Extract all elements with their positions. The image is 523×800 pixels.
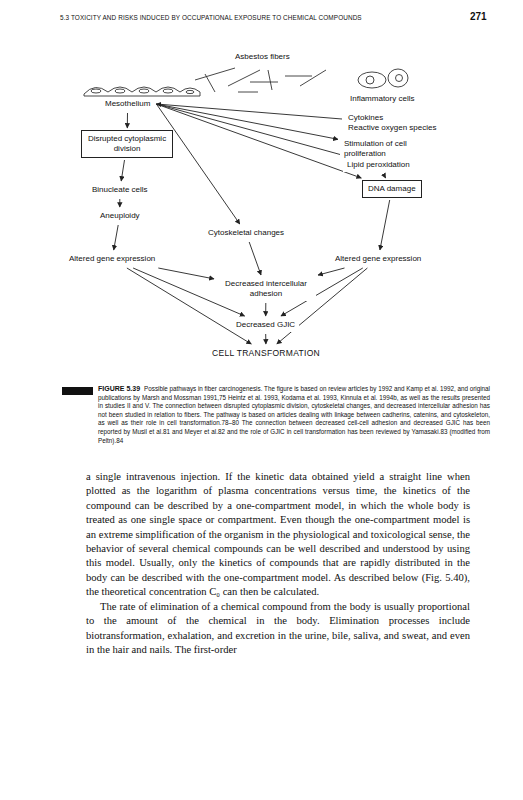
pathway-arrow: [121, 160, 124, 181]
node-text: Lipid peroxidation: [347, 160, 410, 170]
node-text: Cytoskeletal changes: [208, 228, 284, 238]
process-label: Mesothelium: [101, 97, 154, 111]
process-label: Altered gene expression: [331, 252, 425, 266]
node-text: Mesothelium: [105, 99, 150, 109]
pathway-arrow: [156, 104, 345, 156]
pathway-arrow: [156, 104, 361, 178]
node-text: Decreased GJIC: [236, 320, 295, 330]
pathway-arrow: [383, 174, 385, 178]
pathway-arrow: [318, 268, 345, 275]
pathway-arrow: [249, 242, 261, 275]
process-label: Decreased intercellular adhesion: [216, 277, 316, 301]
figure-label: Asbestos fibers: [235, 52, 290, 61]
node-text: Cytokines: [348, 113, 437, 123]
process-box: Disrupted cytoplasmic division: [81, 130, 173, 158]
pathway-arrow: [380, 200, 390, 250]
node-text: Stimulation of cell proliferation: [344, 139, 432, 159]
node-text: CELL TRANSFORMATION: [212, 348, 320, 358]
body-paragraph: The rate of elimination of a chemical co…: [86, 600, 470, 658]
process-label: Binucleate cells: [88, 183, 152, 197]
pathway-arrow: [114, 225, 119, 250]
process-label: Inflammatory cells: [346, 92, 418, 106]
pathway-arrow: [265, 303, 266, 316]
node-text: Binucleate cells: [92, 185, 148, 195]
figure-caption-block: FIGURE 5.39Possible pathways in fiber ca…: [98, 385, 490, 445]
node-text: Altered gene expression: [69, 254, 155, 264]
node-text: Altered gene expression: [335, 254, 421, 264]
pathway-arrow: [127, 113, 128, 128]
pathway-arrow: [119, 199, 120, 207]
process-label: Altered gene expression: [65, 252, 159, 266]
node-text: Aneuploidy: [100, 211, 140, 221]
node-text: Inflammatory cells: [350, 94, 414, 104]
process-label: Cytoskeletal changes: [204, 226, 288, 240]
caption-bar: [62, 387, 93, 395]
process-label: Aneuploidy: [96, 209, 144, 223]
node-text: Disrupted cytoplasmic division: [87, 134, 167, 154]
node-text: Decreased intercellular adhesion: [220, 279, 312, 299]
process-box: DNA damage: [362, 180, 422, 198]
pathway-arrow: [156, 104, 338, 139]
running-header: 5.3 TOXICITY AND RISKS INDUCED BY OCCUPA…: [60, 14, 362, 21]
process-label: CELL TRANSFORMATION: [208, 346, 324, 360]
body-paragraph: a single intravenous injection. If the k…: [86, 470, 470, 600]
figure-number: FIGURE 5.39: [98, 385, 140, 392]
figure-caption: Possible pathways in fiber carcinogenesi…: [98, 385, 490, 444]
node-text: DNA damage: [368, 184, 416, 194]
node-text: Reactive oxygen species: [348, 123, 437, 133]
pathway-arrow: [156, 104, 239, 224]
pathway-arrow: [158, 268, 214, 279]
process-label: CytokinesReactive oxygen species: [344, 111, 441, 135]
page-number: 271: [470, 11, 487, 22]
process-label: Lipid peroxidation: [343, 158, 414, 172]
pathway-arrow: [265, 334, 266, 344]
process-label: Decreased GJIC: [232, 318, 299, 332]
